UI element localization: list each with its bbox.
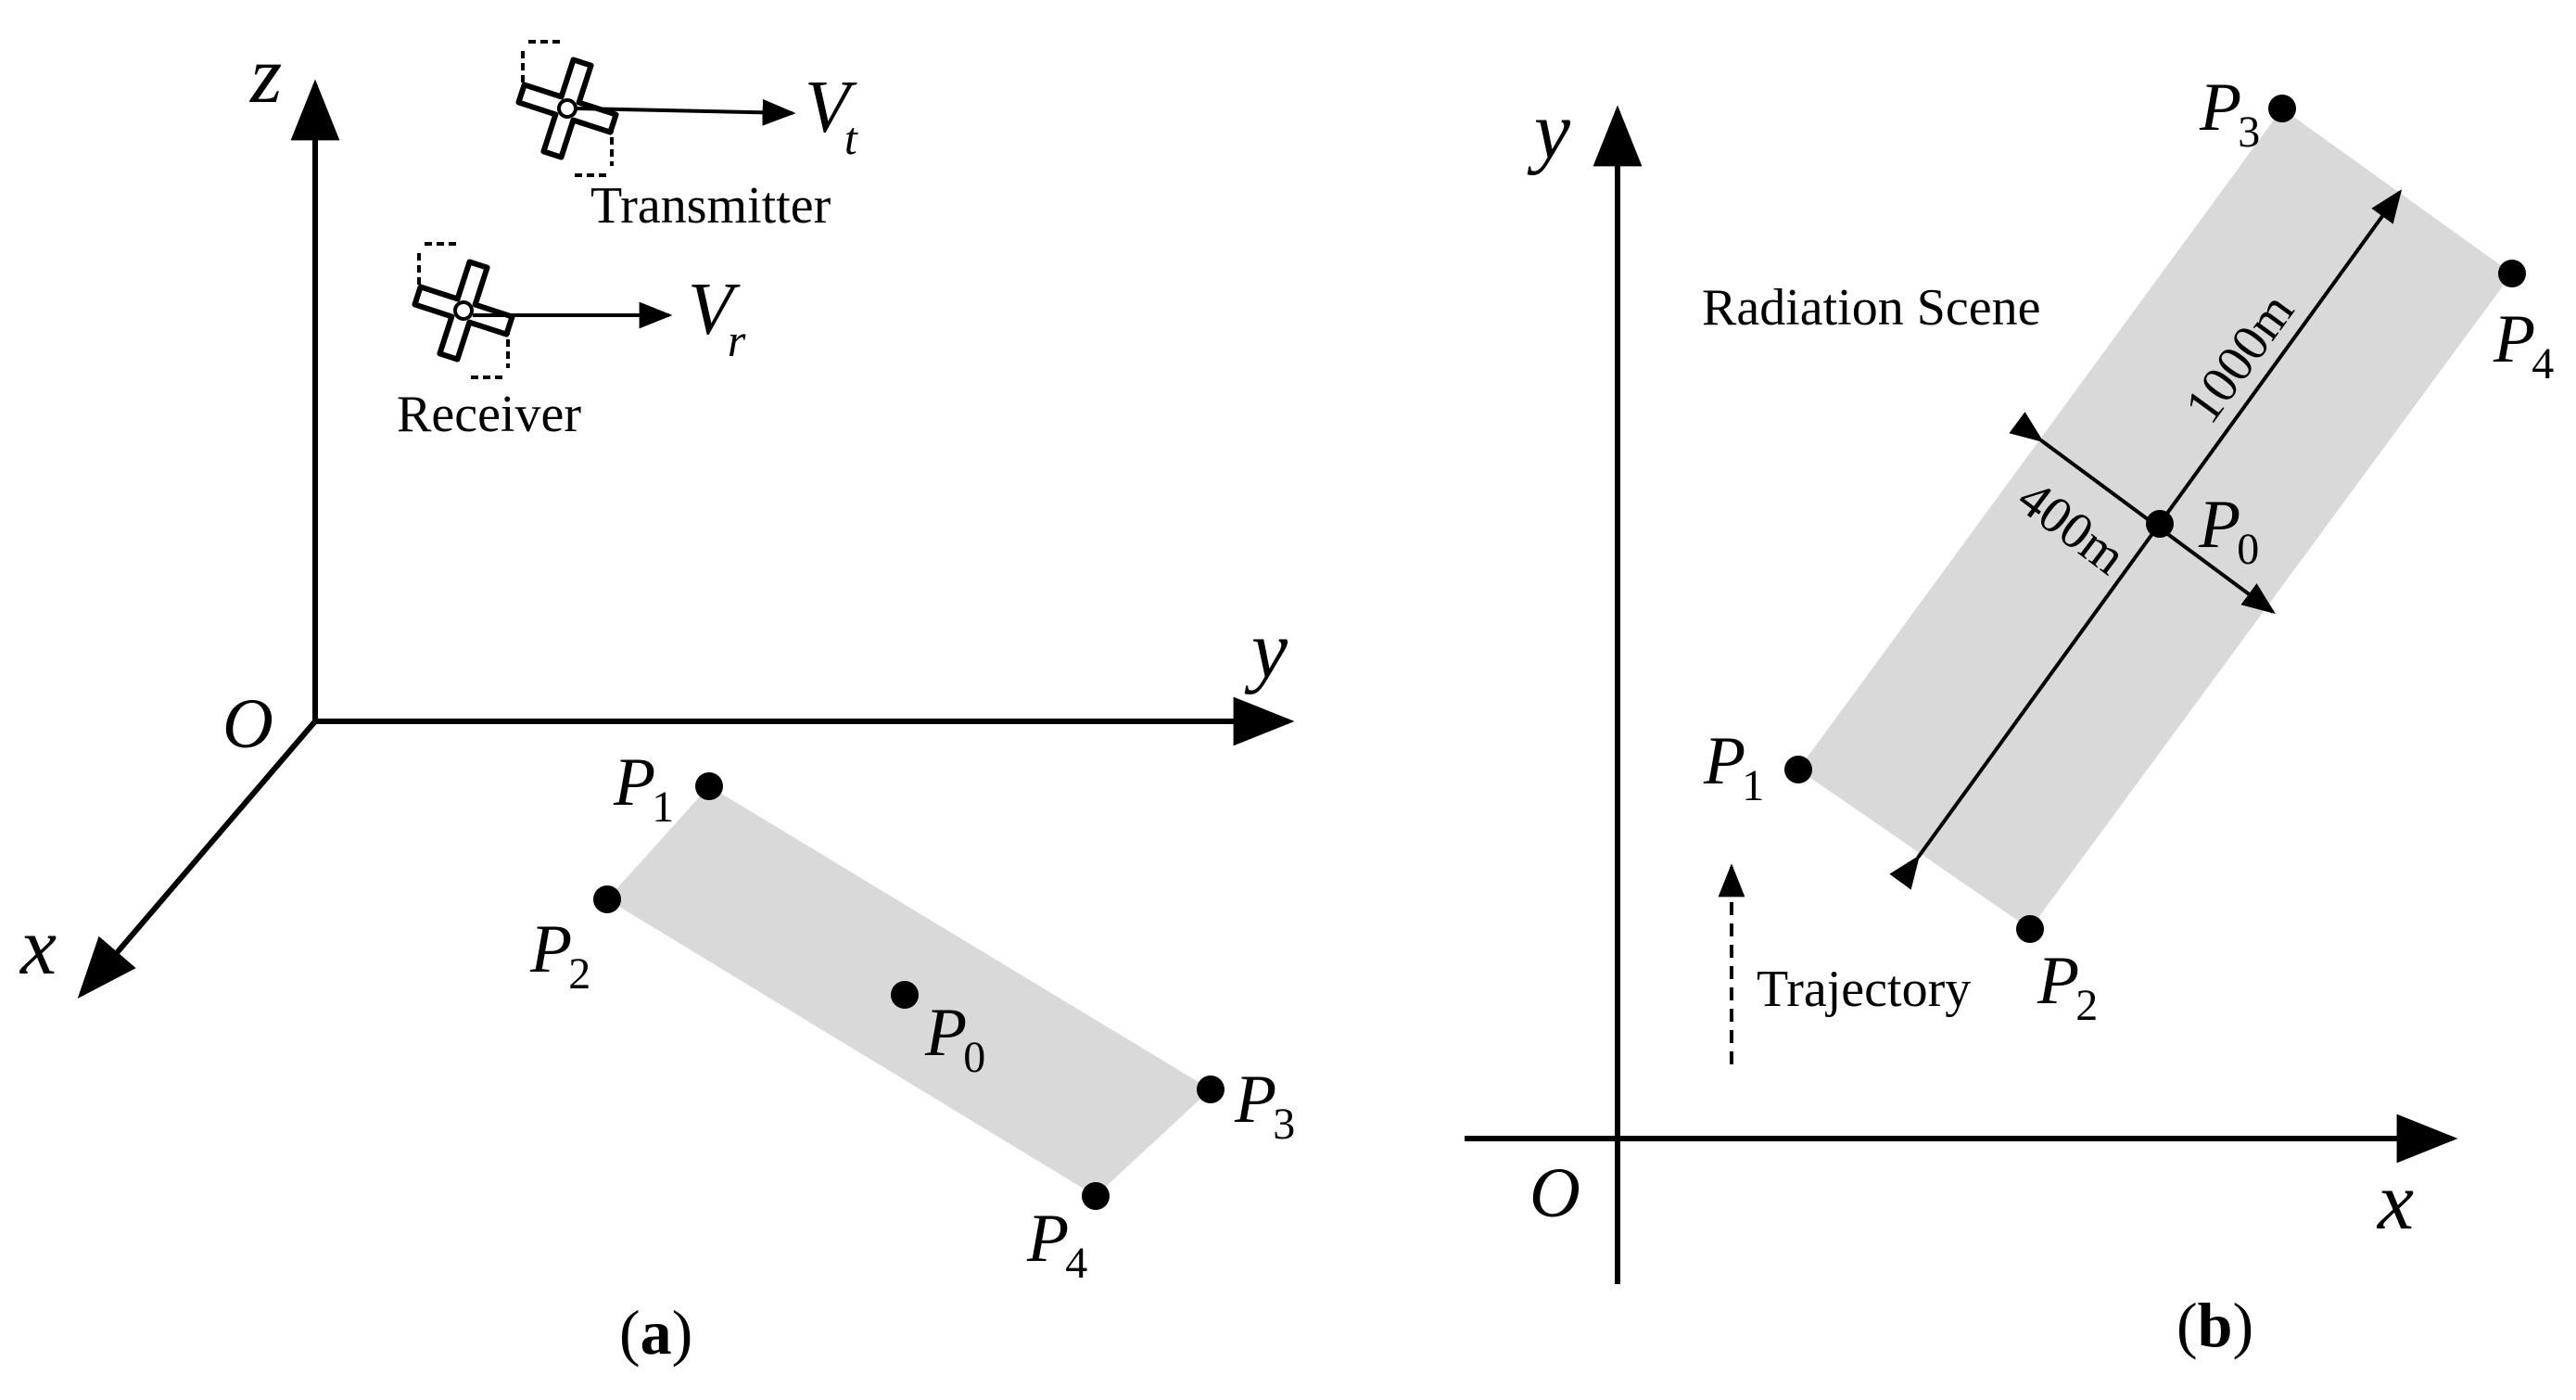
panel-a: z y x O Vt Transmitter Vr	[19, 31, 1295, 1368]
point-label-p2-b: P2	[2037, 943, 2098, 1030]
transmitter-velocity-label: Vt	[805, 67, 858, 164]
origin-label-a: O	[222, 685, 273, 763]
point-label-p0-b: P0	[2198, 487, 2259, 574]
point-p3-a	[1197, 1075, 1225, 1103]
point-label-p4-a: P4	[1026, 1201, 1087, 1288]
point-label-p1-b: P1	[1703, 723, 1764, 810]
scene-label: Radiation Scene	[1702, 279, 2040, 337]
caption-b: (b)	[2176, 1290, 2253, 1360]
z-axis-label: z	[249, 31, 282, 121]
receiver-drone-icon	[412, 242, 515, 379]
point-p1-a	[695, 772, 723, 800]
point-p3-b	[2268, 95, 2296, 122]
panel-b: y x O 1000m 400m Radiation Scene Traject…	[1465, 70, 2554, 1360]
y-axis-label-b: y	[1527, 86, 1571, 176]
x-axis-label-a: x	[19, 902, 57, 992]
point-label-p3-b: P3	[2199, 70, 2260, 157]
point-label-p4-b: P4	[2493, 301, 2554, 388]
trajectory-label: Trajectory	[1757, 961, 1971, 1018]
point-p2-b	[2016, 915, 2044, 943]
point-label-p2-a: P2	[529, 911, 590, 999]
receiver-label: Receiver	[397, 386, 581, 443]
caption-a: (a)	[619, 1297, 692, 1368]
x-axis-a	[77, 719, 318, 999]
point-label-p3-a: P3	[1234, 1062, 1295, 1149]
point-label-p0-a: P0	[924, 995, 985, 1082]
y-axis-label-a: y	[1244, 605, 1288, 695]
x-axis-label-b: x	[2376, 1157, 2414, 1247]
point-p4-b	[2498, 260, 2526, 287]
point-label-p1-a: P1	[613, 745, 674, 832]
transmitter-label: Transmitter	[590, 177, 831, 235]
receiver-velocity-label: Vr	[688, 269, 746, 366]
transmitter-velocity-arrow	[576, 98, 796, 126]
point-p2-a	[593, 885, 621, 913]
point-p0-b	[2146, 510, 2174, 538]
point-p4-a	[1082, 1182, 1110, 1210]
point-p1-b	[1784, 756, 1812, 783]
transmitter-drone-icon	[515, 40, 619, 177]
point-p0-a	[891, 981, 919, 1009]
origin-label-b: O	[1529, 1154, 1580, 1232]
